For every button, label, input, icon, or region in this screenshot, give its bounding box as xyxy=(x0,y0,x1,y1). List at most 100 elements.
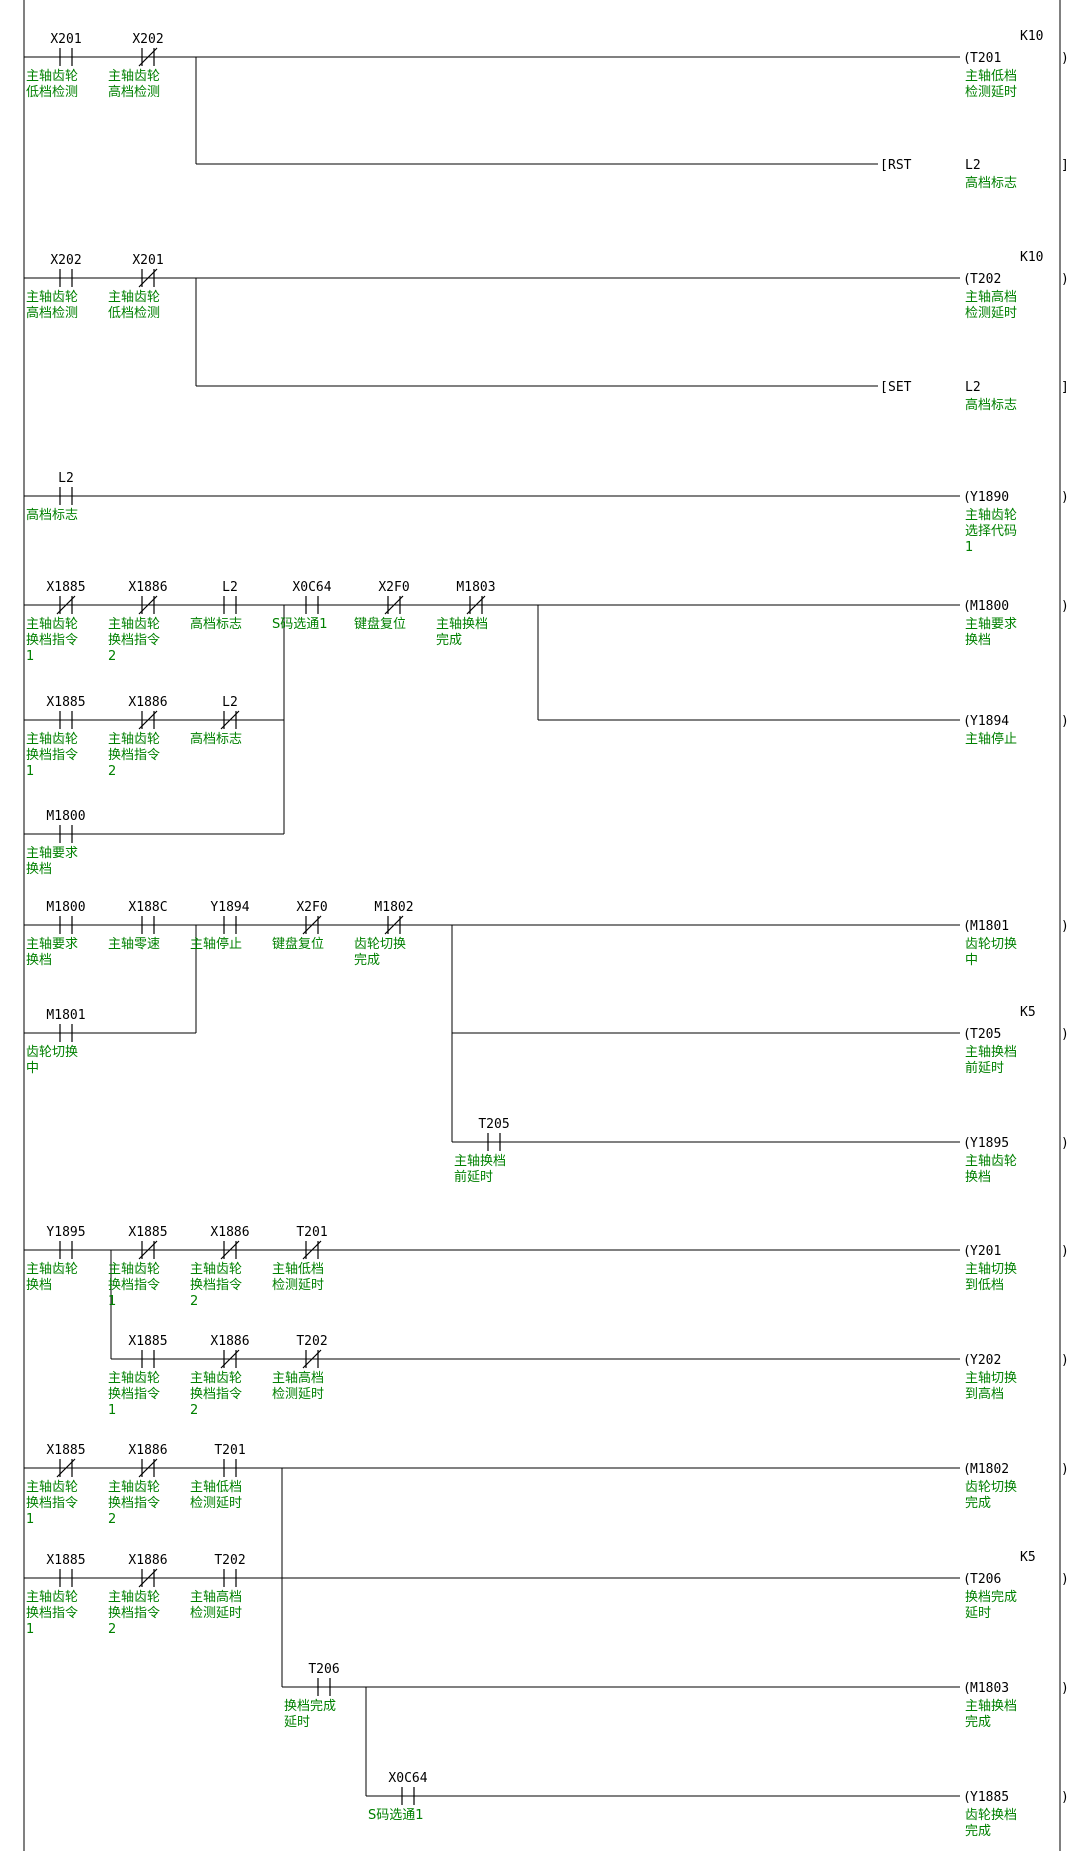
contact-address: M1801 xyxy=(46,1008,85,1023)
inst-right-bracket: ] xyxy=(1061,380,1069,395)
coil-comment: 中 xyxy=(965,953,978,968)
contact-comment: 检测延时 xyxy=(190,1496,242,1511)
contact-comment: 主轴齿轮 xyxy=(26,290,78,305)
inst-comment: 高档标志 xyxy=(965,397,1017,413)
coil-right-paren: ) xyxy=(1061,1790,1069,1805)
contact-address: X1886 xyxy=(128,1443,167,1458)
contact-comment: 主轴零速 xyxy=(108,937,160,952)
contact-comment: 1 xyxy=(26,764,34,779)
contact-comment: 主轴低档 xyxy=(272,1262,324,1277)
inst-address: L2 xyxy=(965,380,981,395)
contact-comment: 主轴齿轮 xyxy=(108,1371,160,1386)
coil-comment: 延时 xyxy=(965,1606,991,1621)
contact-address: X1886 xyxy=(128,1553,167,1568)
contact-comment: 2 xyxy=(190,1294,198,1309)
contact-address: L2 xyxy=(58,471,74,486)
contact-comment: 完成 xyxy=(436,633,462,648)
contact-address: X1885 xyxy=(46,1553,85,1568)
contact-comment: 1 xyxy=(108,1403,116,1418)
coil-address: T201 xyxy=(970,51,1001,66)
contact-address: X1885 xyxy=(128,1225,167,1240)
contact-address: T206 xyxy=(308,1662,339,1677)
contact-comment: 换档指令 xyxy=(190,1278,242,1293)
contact-comment: 主轴齿轮 xyxy=(26,69,78,84)
coil-comment: 主轴齿轮 xyxy=(965,508,1017,523)
coil-address: Y1890 xyxy=(970,490,1009,505)
contact-address: M1803 xyxy=(456,580,495,595)
contact-comment: 延时 xyxy=(284,1715,310,1730)
contact-comment: 键盘复位 xyxy=(354,616,406,632)
contact-comment: 换档完成 xyxy=(284,1699,336,1714)
inst-address: L2 xyxy=(965,158,981,173)
coil-left-paren: ( xyxy=(963,1462,971,1477)
coil-right-paren: ) xyxy=(1061,919,1069,934)
rung-6-wires xyxy=(24,1249,960,1360)
contact-comment: 前延时 xyxy=(454,1169,493,1185)
contact-comment: 主轴换档 xyxy=(454,1154,506,1169)
contact-comment: 主轴换档 xyxy=(436,617,488,632)
contact-address: X0C64 xyxy=(388,1771,427,1786)
rung-2-wires xyxy=(24,277,960,387)
coil-left-paren: ( xyxy=(963,272,971,287)
coil-comment: 齿轮换档 xyxy=(965,1808,1017,1823)
contact-comment: 主轴高档 xyxy=(190,1589,242,1605)
rung-7-wires xyxy=(24,1467,960,1797)
inst-op: SET xyxy=(888,380,912,395)
contact-comment: 高档标志 xyxy=(190,616,242,632)
contact-comment: 主轴齿轮 xyxy=(26,1262,78,1277)
contact-comment: 完成 xyxy=(354,953,380,968)
contact-address: T202 xyxy=(214,1553,245,1568)
contact-address: L2 xyxy=(222,580,238,595)
contact-address: X2F0 xyxy=(296,900,327,915)
coil-left-paren: ( xyxy=(963,919,971,934)
contact-comment: 高档检测 xyxy=(108,84,160,100)
coil-comment: 到低档 xyxy=(965,1278,1004,1293)
coil-address: T205 xyxy=(970,1027,1001,1042)
coil-left-paren: ( xyxy=(963,599,971,614)
coil-comment: 选择代码 xyxy=(965,524,1017,539)
coil-address: T206 xyxy=(970,1572,1001,1587)
timer-constant: K5 xyxy=(1020,1550,1036,1565)
contact-comment: 主轴齿轮 xyxy=(190,1371,242,1386)
contact-comment: 换档指令 xyxy=(26,748,78,763)
coil-comment: 换档 xyxy=(965,1170,991,1185)
contact-comment: 低档检测 xyxy=(26,85,78,100)
contact-comment: 主轴齿轮 xyxy=(108,732,160,747)
contact-comment: 高档检测 xyxy=(26,305,78,321)
coil-left-paren: ( xyxy=(963,1027,971,1042)
contact-address: X188C xyxy=(128,900,167,915)
contact-comment: 主轴要求 xyxy=(26,937,78,952)
coil-comment: 检测延时 xyxy=(965,306,1017,321)
coil-address: T202 xyxy=(970,272,1001,287)
coil-comment: 检测延时 xyxy=(965,85,1017,100)
contact-comment: 换档指令 xyxy=(108,748,160,763)
contact-comment: 2 xyxy=(108,1622,116,1637)
coil-right-paren: ) xyxy=(1061,1681,1069,1696)
contact-x188c: X188C 主轴零速 xyxy=(108,900,168,952)
coil-left-paren: ( xyxy=(963,51,971,66)
contact-address: T202 xyxy=(296,1334,327,1349)
coil-address: M1801 xyxy=(970,919,1009,934)
coil-right-paren: ) xyxy=(1061,1136,1069,1151)
